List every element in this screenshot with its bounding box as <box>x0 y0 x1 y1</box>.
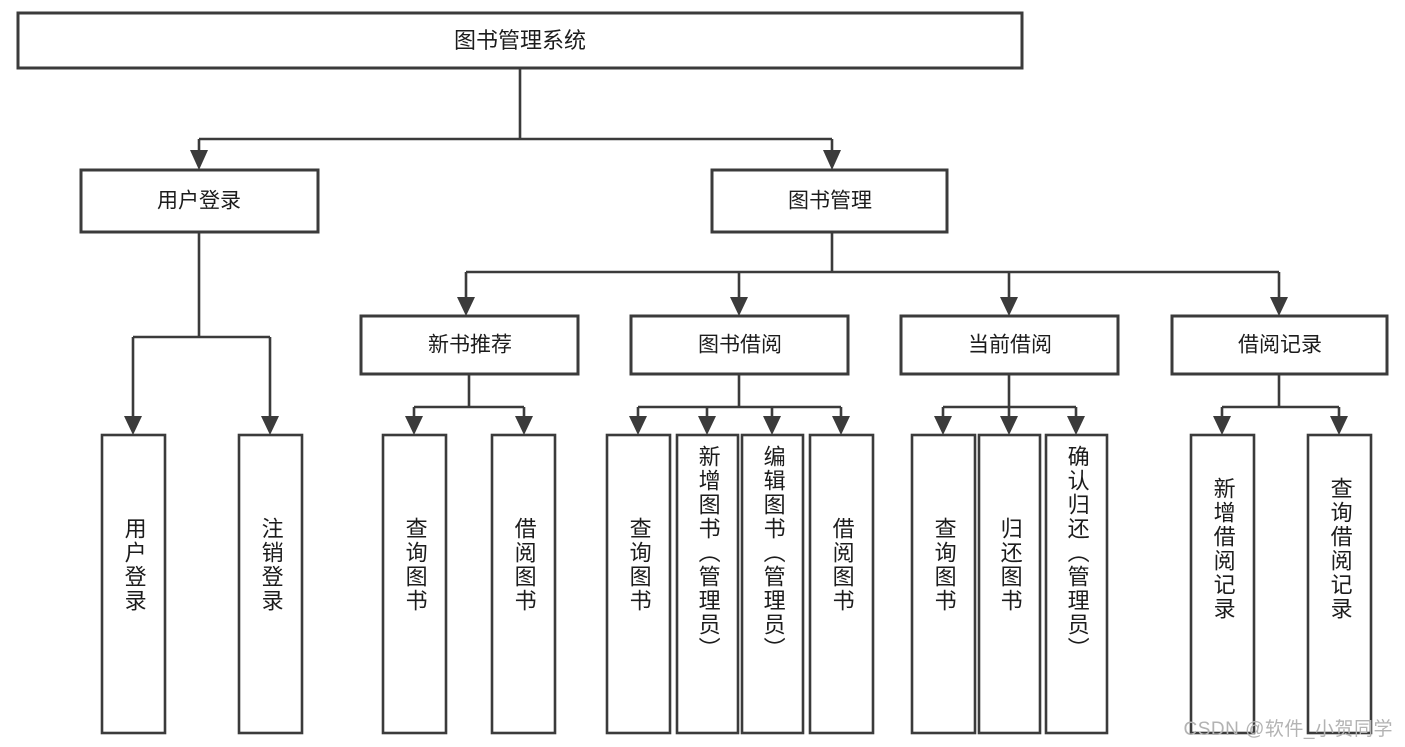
connector-bookborrow-to-leaves <box>629 374 850 435</box>
node-current-borrow-label: 当前借阅 <box>968 334 1052 357</box>
node-root[interactable]: 图书管理系统 <box>16 11 1024 70</box>
node-leaf-edit-book[interactable] <box>740 433 805 735</box>
node-book-borrow[interactable]: 图书借阅 <box>629 314 850 376</box>
connector-newbook-to-leaves <box>405 374 533 435</box>
node-leaf-add-book[interactable] <box>675 433 740 735</box>
connector-root-to-level2 <box>190 68 841 170</box>
node-leaf-query-book-1[interactable] <box>381 433 448 735</box>
node-user-login-label: 用户登录 <box>157 190 241 213</box>
node-new-book-rec[interactable]: 新书推荐 <box>359 314 580 376</box>
connector-bookmanage-to-level3 <box>457 232 1288 316</box>
node-leaf-query-book-2[interactable] <box>605 433 672 735</box>
node-leaf-borrow-book-1[interactable] <box>490 433 557 735</box>
watermark-text: CSDN @软件_小贺同学 <box>1183 719 1393 740</box>
node-leaf-user-login[interactable] <box>100 433 167 735</box>
node-leaf-query-book-3[interactable] <box>910 433 977 735</box>
node-book-manage[interactable]: 图书管理 <box>710 168 949 234</box>
node-leaf-logout[interactable] <box>237 433 304 735</box>
node-current-borrow[interactable]: 当前借阅 <box>899 314 1120 376</box>
node-leaf-confirm-return[interactable] <box>1044 433 1109 735</box>
node-borrow-record-label: 借阅记录 <box>1238 334 1322 357</box>
node-book-borrow-label: 图书借阅 <box>698 334 782 357</box>
node-leaf-return-book[interactable] <box>977 433 1042 735</box>
node-leaf-borrow-book-2[interactable] <box>808 433 875 735</box>
connector-currentborrow-to-leaves <box>934 374 1085 435</box>
connector-borrowrecord-to-leaves <box>1213 374 1348 435</box>
node-leaf-query-record[interactable] <box>1306 433 1373 735</box>
node-new-book-rec-label: 新书推荐 <box>428 334 512 357</box>
node-borrow-record[interactable]: 借阅记录 <box>1170 314 1389 376</box>
node-leaf-add-record[interactable] <box>1189 433 1256 735</box>
connector-userlogin-to-leaves <box>124 232 279 435</box>
node-root-label: 图书管理系统 <box>454 28 586 53</box>
node-book-manage-label: 图书管理 <box>788 190 872 213</box>
node-user-login[interactable]: 用户登录 <box>79 168 320 234</box>
